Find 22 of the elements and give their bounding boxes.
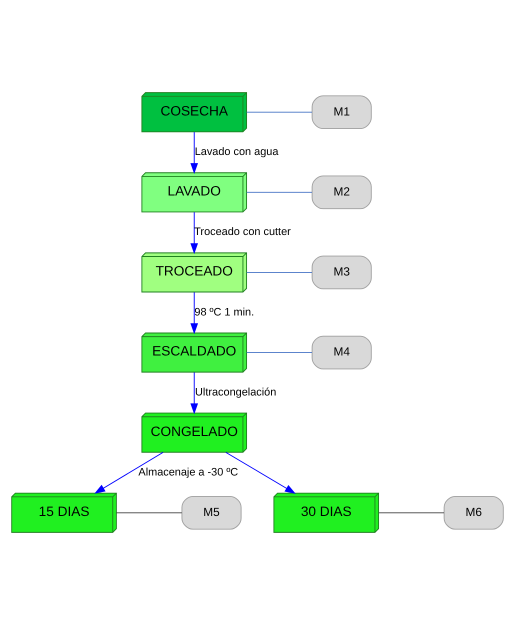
arrow	[190, 292, 198, 334]
node-box: M3	[312, 256, 372, 290]
connector	[116, 512, 182, 514]
arrow	[190, 132, 198, 174]
arrow	[190, 372, 198, 414]
connector	[246, 112, 312, 113]
arrow	[190, 212, 198, 254]
connector	[246, 192, 312, 193]
arrow	[94, 452, 164, 494]
node-box: M1	[312, 95, 372, 130]
edge-label: Lavado con agua	[194, 146, 278, 158]
connector	[246, 272, 312, 273]
arrow	[225, 452, 296, 494]
connector	[378, 512, 444, 514]
node-box: M6	[444, 496, 504, 530]
edge-label: 98 ºC 1 min.	[194, 306, 254, 318]
edge-label: Ultracongelación	[195, 386, 276, 398]
edge-label: Almacenaje a -30 ºC	[138, 466, 238, 479]
node-box: M2	[312, 175, 372, 210]
connector	[246, 352, 312, 353]
node-box: M4	[312, 336, 372, 370]
node-box: M5	[181, 496, 242, 530]
